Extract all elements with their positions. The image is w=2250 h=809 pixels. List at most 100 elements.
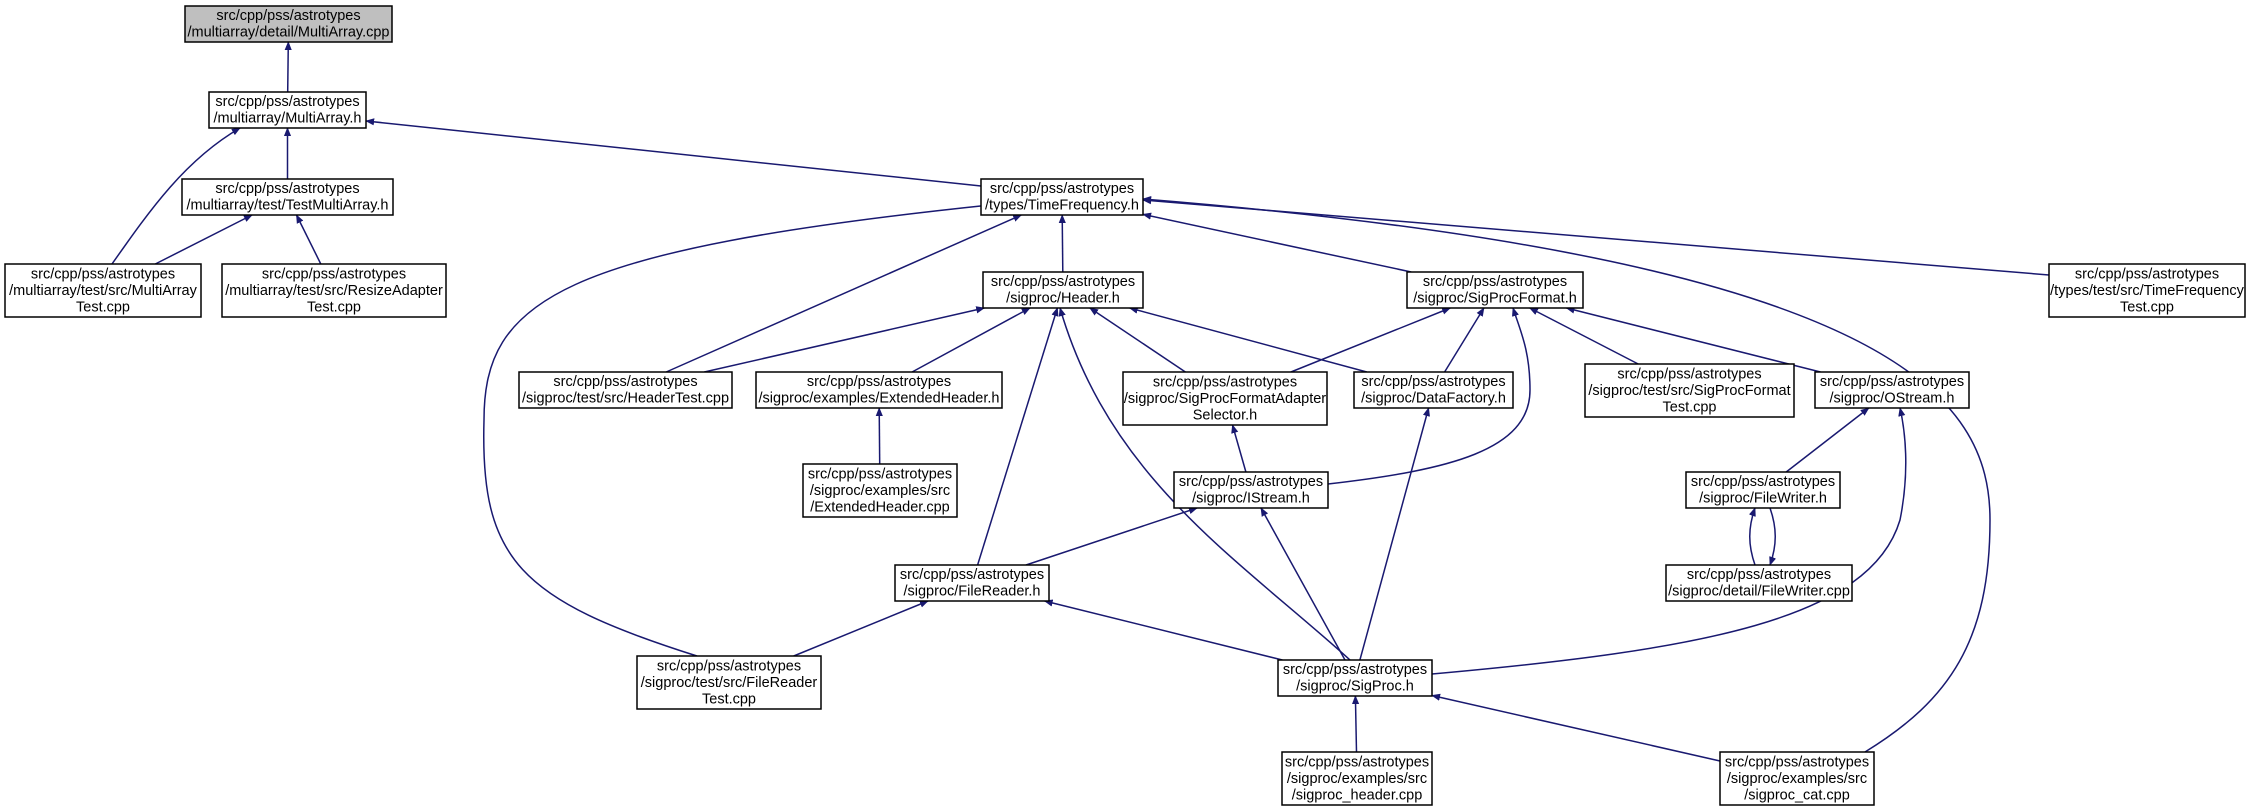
edge-sigproc_h-to-istream_h [1260,507,1346,661]
edge-headertest_cpp-to-timefrequency_h [665,214,1023,373]
node-label-line: Test.cpp [702,691,756,707]
node-resizeadaptertest_cpp[interactable]: src/cpp/pss/astrotypes/multiarray/test/s… [221,263,447,318]
node-label-line: /multiarray/test/TestMultiArray.h [187,198,389,214]
node-box [2048,263,2246,318]
node-label-line: /multiarray/test/src/ResizeAdapter [225,283,443,299]
edge-ostream_h-to-sigprocformat_h [1565,306,1821,373]
node-label-line: src/cpp/pss/astrotypes [1283,662,1427,678]
node-label-line: src/cpp/pss/astrotypes [991,274,1135,290]
node-label-line: /types/test/src/TimeFrequency [2050,283,2244,299]
node-sigproc_h[interactable]: src/cpp/pss/astrotypes/sigproc/SigProc.h [1277,659,1433,697]
node-label-line: /sigproc/SigProcFormat.h [1413,291,1577,307]
edge-datafactory_h-to-header_h [1128,306,1367,373]
node-label-line: src/cpp/pss/astrotypes [807,374,951,390]
node-label-line: src/cpp/pss/astrotypes [1687,567,1831,583]
edge-timefrequency_h-to-multiarray_h [365,118,982,187]
node-sigprocformatadapterselector_h[interactable]: src/cpp/pss/astrotypes/sigproc/SigProcFo… [1122,371,1328,426]
edge-sigprocformatadapterselector_h-to-header_h [1089,307,1186,373]
node-label-line: /sigproc/FileReader.h [903,584,1040,600]
edge-istream_h-to-sigprocformatadapterselector_h [1231,424,1247,473]
node-timefrequencytest_cpp[interactable]: src/cpp/pss/astrotypes/types/test/src/Ti… [2048,263,2246,318]
node-testmultiarray_h[interactable]: src/cpp/pss/astrotypes/multiarray/test/T… [181,178,394,216]
node-datafactory_h[interactable]: src/cpp/pss/astrotypes/sigproc/DataFacto… [1353,371,1514,409]
node-sigproc_header_cpp[interactable]: src/cpp/pss/astrotypes/sigproc/examples/… [1281,751,1433,806]
node-label-line: src/cpp/pss/astrotypes [2075,266,2219,282]
node-label-line: src/cpp/pss/astrotypes [657,658,801,674]
node-extendedheader_h[interactable]: src/cpp/pss/astrotypes/sigproc/examples/… [755,371,1003,409]
node-box [980,178,1144,216]
edge-sigproc_header_cpp-to-sigproc_h [1351,695,1360,753]
node-label-line: src/cpp/pss/astrotypes [216,8,360,24]
node-label-line: /sigproc/IStream.h [1192,491,1310,507]
node-multiarray_h[interactable]: src/cpp/pss/astrotypes/multiarray/MultiA… [208,91,367,129]
node-label-line: src/cpp/pss/astrotypes [1153,374,1297,390]
node-box [1281,751,1433,806]
node-box [181,178,394,216]
node-label-line: src/cpp/pss/astrotypes [215,94,359,110]
node-box [4,263,202,318]
node-sigprocformattest_cpp[interactable]: src/cpp/pss/astrotypes/sigproc/test/src/… [1584,363,1795,418]
edge-headertest_cpp-to-header_h [704,306,986,373]
node-label-line: /sigproc/examples/src [1727,771,1867,787]
edge-extendedheader_h-to-header_h [911,307,1031,373]
node-box [1665,564,1853,602]
node-label-line: src/cpp/pss/astrotypes [31,266,175,282]
node-sigproc_cat_cpp[interactable]: src/cpp/pss/astrotypes/sigproc/examples/… [1719,751,1875,806]
node-filewriter_h[interactable]: src/cpp/pss/astrotypes/sigproc/FileWrite… [1685,471,1841,509]
edge-filereader_h-to-header_h [976,307,1059,566]
node-box [184,5,393,43]
node-filereadertest_cpp[interactable]: src/cpp/pss/astrotypes/sigproc/test/src/… [636,655,822,710]
node-label-line: Test.cpp [1663,399,1717,415]
node-label-line: src/cpp/pss/astrotypes [1617,366,1761,382]
node-label-line: src/cpp/pss/astrotypes [1361,374,1505,390]
node-label-line: Selector.h [1193,407,1258,423]
node-label-line: /sigproc/examples/src [1287,771,1427,787]
node-label-line: /sigproc/SigProcFormatAdapter [1124,391,1326,407]
edge-sigproc_cat_cpp-to-timefrequency_h [1142,196,1991,753]
node-box [1173,471,1329,509]
edge-filereadertest_cpp-to-filereader_h [793,600,929,657]
node-headertest_cpp[interactable]: src/cpp/pss/astrotypes/sigproc/test/src/… [518,371,733,409]
node-multiarray_cpp: src/cpp/pss/astrotypes/multiarray/detail… [184,5,393,43]
node-multiarraytest_cpp[interactable]: src/cpp/pss/astrotypes/multiarray/test/s… [4,263,202,318]
node-box [1814,371,1970,409]
node-box [1685,471,1841,509]
node-box [1277,659,1433,697]
node-label-line: /multiarray/test/src/MultiArray [9,283,197,299]
node-box [755,371,1003,409]
node-box [982,271,1144,309]
edge-multiarraytest_cpp-to-multiarray_h [111,127,241,265]
edge-sigproc_h-to-ostream_h [1431,407,1907,675]
node-header_h[interactable]: src/cpp/pss/astrotypes/sigproc/Header.h [982,271,1144,309]
node-box [1719,751,1875,806]
node-timefrequency_h[interactable]: src/cpp/pss/astrotypes/types/TimeFrequen… [980,178,1144,216]
node-filereader_h[interactable]: src/cpp/pss/astrotypes/sigproc/FileReade… [894,564,1050,602]
node-label-line: src/cpp/pss/astrotypes [553,374,697,390]
nodes-layer: src/cpp/pss/astrotypes/multiarray/detail… [4,5,2246,806]
node-label-line: src/cpp/pss/astrotypes [1725,754,1869,770]
node-label-line: /sigproc/test/src/SigProcFormat [1588,383,1790,399]
node-label-line: src/cpp/pss/astrotypes [215,181,359,197]
node-label-line: /sigproc_header.cpp [1292,787,1423,803]
node-ostream_h[interactable]: src/cpp/pss/astrotypes/sigproc/OStream.h [1814,371,1970,409]
node-label-line: src/cpp/pss/astrotypes [1820,374,1964,390]
node-label-line: src/cpp/pss/astrotypes [1179,474,1323,490]
node-label-line: src/cpp/pss/astrotypes [900,567,1044,583]
node-label-line: Test.cpp [76,299,130,315]
edge-sigproc_h-to-header_h [1058,307,1351,661]
edge-sigprocformat_h-to-timefrequency_h [1142,212,1412,273]
edge-extendedheader_cpp-to-extendedheader_h [875,407,883,465]
node-filewriter_cpp[interactable]: src/cpp/pss/astrotypes/sigproc/detail/Fi… [1665,564,1853,602]
node-extendedheader_cpp[interactable]: src/cpp/pss/astrotypes/sigproc/examples/… [802,463,958,518]
node-label-line: /multiarray/MultiArray.h [214,111,362,127]
node-sigprocformat_h[interactable]: src/cpp/pss/astrotypes/sigproc/SigProcFo… [1406,271,1584,309]
edge-filereadertest_cpp-to-timefrequency_h [482,202,991,657]
node-istream_h[interactable]: src/cpp/pss/astrotypes/sigproc/IStream.h [1173,471,1329,509]
node-box [221,263,447,318]
edge-filewriter_h-to-filewriter_cpp [1769,507,1777,566]
node-label-line: src/cpp/pss/astrotypes [1691,474,1835,490]
edge-sigproc_h-to-datafactory_h [1359,407,1430,661]
edge-istream_h-to-sigprocformat_h [1327,307,1531,485]
node-label-line: src/cpp/pss/astrotypes [1285,754,1429,770]
